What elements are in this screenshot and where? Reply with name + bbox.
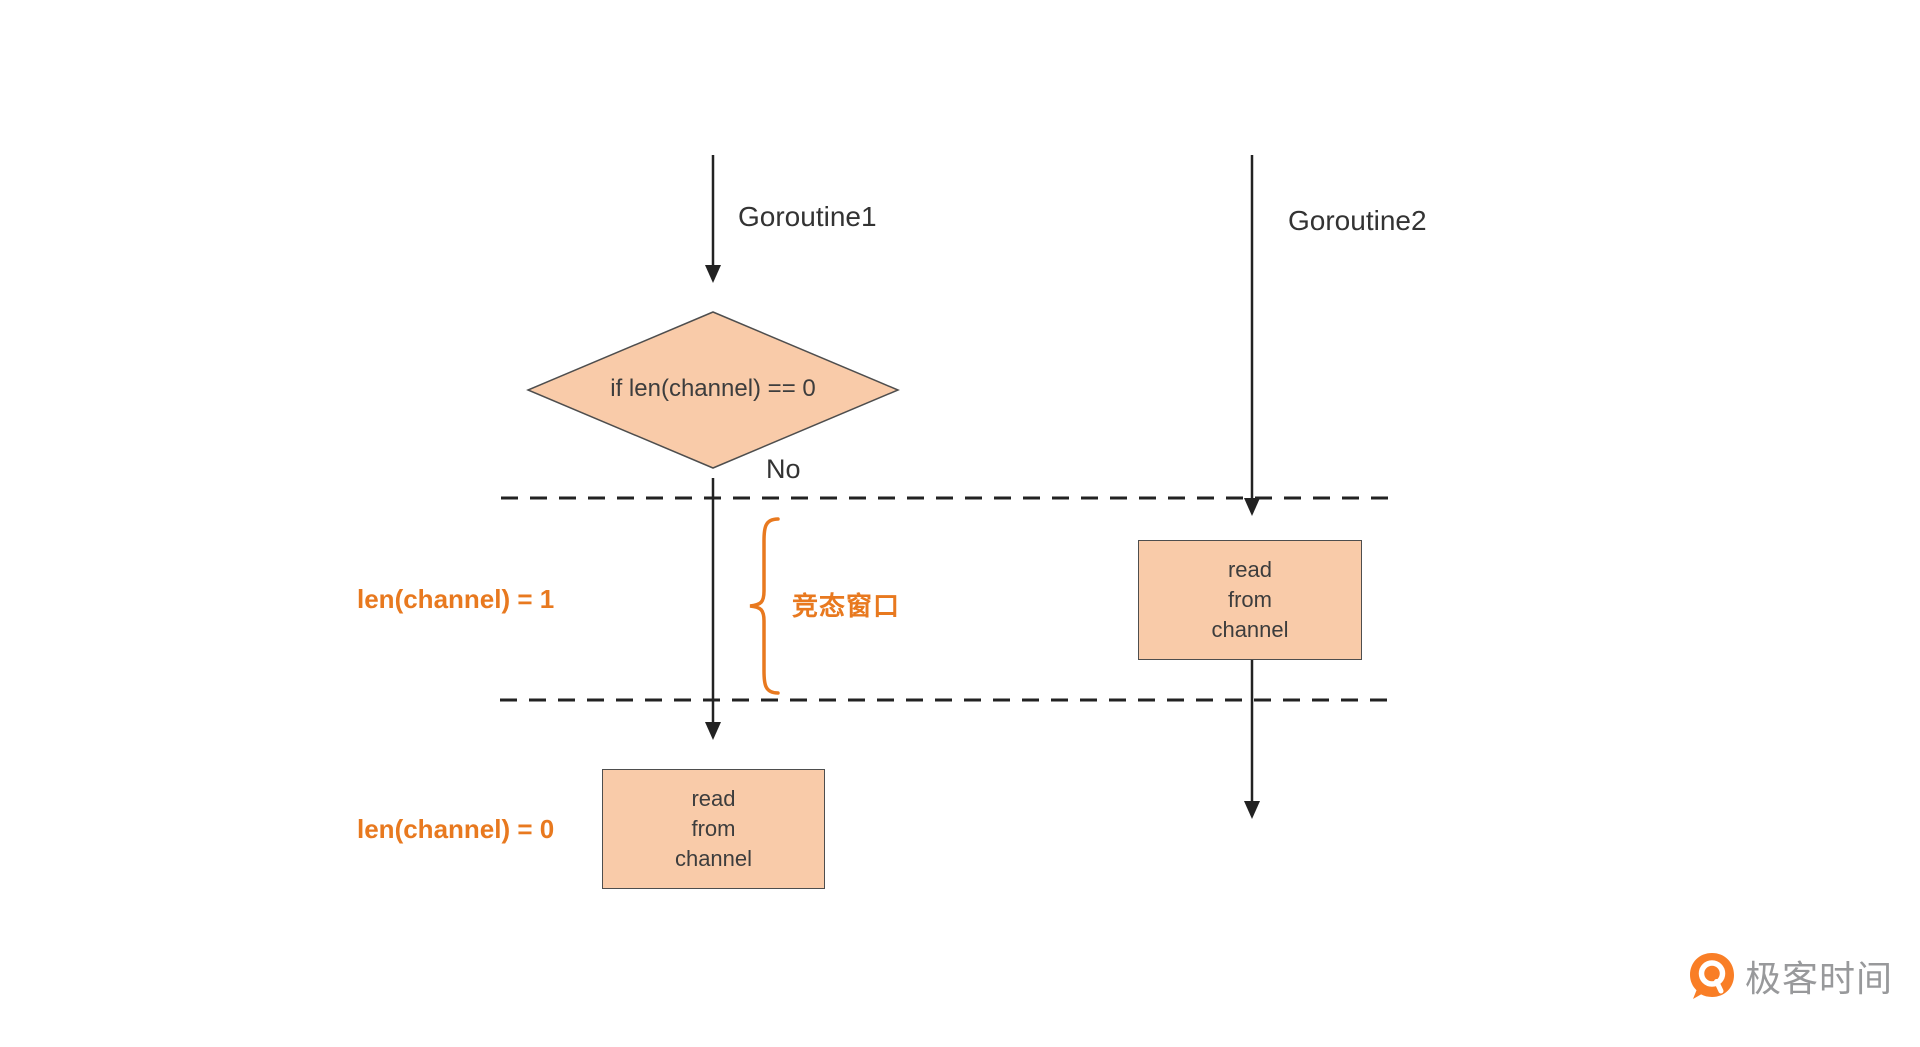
decision-diamond xyxy=(526,311,900,469)
goroutine2-arrowhead-top xyxy=(1244,498,1260,516)
goroutine2-read-from-channel-box: read from channel xyxy=(1138,540,1362,660)
goroutine1-arrowhead-middle xyxy=(705,722,721,740)
geektime-logo: 极客时间 xyxy=(1687,950,1893,1002)
decision-condition-text: if len(channel) == 0 xyxy=(610,375,816,402)
goroutine2-arrowhead-bottom xyxy=(1244,801,1260,819)
goroutine2-label: Goroutine2 xyxy=(1288,205,1427,236)
len-channel-0-label: len(channel) = 0 xyxy=(357,814,555,844)
geektime-logo-text: 极客时间 xyxy=(1745,958,1894,999)
goroutine1-arrowhead-top xyxy=(705,265,721,283)
geektime-logo-icon xyxy=(1690,953,1734,999)
len-channel-1-label: len(channel) = 1 xyxy=(357,584,555,614)
goroutine1-label: Goroutine1 xyxy=(738,201,877,232)
no-branch-label: No xyxy=(766,454,801,484)
race-window-brace xyxy=(749,517,780,695)
goroutine1-read-from-channel-box: read from channel xyxy=(602,769,825,889)
race-window-label: 竞态窗口 xyxy=(792,591,901,621)
